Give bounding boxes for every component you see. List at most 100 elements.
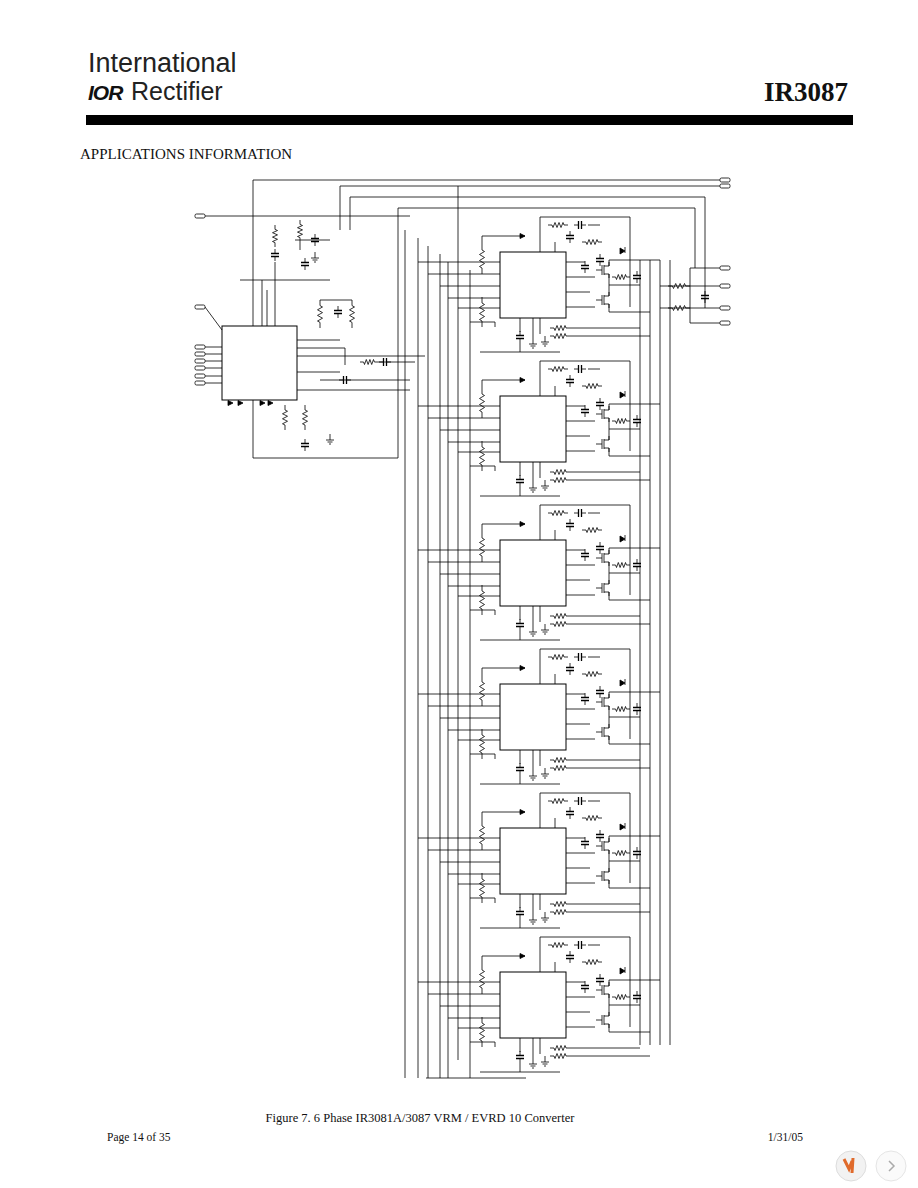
wire xyxy=(609,429,640,430)
ground-symbol xyxy=(541,774,549,778)
wire xyxy=(520,907,521,912)
wire xyxy=(338,314,339,319)
capacitor-symbol xyxy=(566,380,574,383)
wire xyxy=(570,328,640,329)
wire xyxy=(345,348,346,365)
terminal xyxy=(195,374,205,378)
wire xyxy=(520,915,521,920)
terminal xyxy=(720,266,730,270)
ground-symbol xyxy=(529,776,537,780)
mosfet-symbol xyxy=(596,868,609,884)
section-title: APPLICATIONS INFORMATION xyxy=(80,147,292,162)
wire xyxy=(545,912,546,918)
wire xyxy=(545,480,546,486)
wire xyxy=(520,318,521,332)
badge-circle xyxy=(836,1151,866,1181)
ic-package xyxy=(500,684,566,750)
page-number: Page 14 of 35 xyxy=(107,1132,171,1144)
wire xyxy=(418,694,500,695)
wire xyxy=(428,994,500,995)
arrow-head xyxy=(520,810,525,815)
capacitor-symbol xyxy=(596,403,604,406)
wire xyxy=(600,398,601,403)
resistor-symbol xyxy=(582,672,602,677)
terminal xyxy=(195,381,205,385)
resistor-symbol xyxy=(550,1054,570,1059)
wire xyxy=(297,348,345,349)
circuit xyxy=(195,178,730,1078)
capacitor-symbol xyxy=(566,956,574,959)
wire xyxy=(398,208,695,209)
wire xyxy=(630,217,631,307)
wire xyxy=(600,686,601,691)
diode-symbol xyxy=(620,248,625,254)
wire xyxy=(555,674,556,684)
wire xyxy=(566,724,590,725)
wire xyxy=(448,442,500,443)
wire xyxy=(566,277,595,278)
resistor-symbol xyxy=(582,384,602,389)
wire xyxy=(582,945,587,946)
ic-package xyxy=(500,972,566,1038)
wire xyxy=(482,524,525,525)
resistor-symbol xyxy=(480,297,485,327)
wire xyxy=(205,347,222,348)
wire xyxy=(625,823,626,829)
terminal xyxy=(195,359,205,363)
wire xyxy=(660,260,661,1045)
wire xyxy=(275,249,276,254)
wire xyxy=(520,894,521,908)
resistor-symbol xyxy=(550,326,570,331)
wire xyxy=(275,262,276,326)
wire xyxy=(533,750,534,770)
wire xyxy=(533,482,534,488)
wire xyxy=(600,982,601,987)
wire xyxy=(540,505,630,506)
wire xyxy=(630,649,631,739)
wire xyxy=(570,671,571,676)
arrow-head xyxy=(268,401,273,406)
wire xyxy=(705,291,706,296)
mosfet-symbol xyxy=(596,1012,609,1028)
wire xyxy=(570,383,571,388)
wire xyxy=(588,801,600,802)
wire xyxy=(482,524,483,532)
wire xyxy=(574,945,579,946)
wire xyxy=(458,186,459,1060)
wire xyxy=(520,1051,521,1056)
wire xyxy=(315,252,316,258)
resistor-symbol xyxy=(550,902,570,907)
wire xyxy=(609,304,650,312)
wire xyxy=(520,475,521,480)
wire xyxy=(350,197,351,230)
wire xyxy=(520,462,521,476)
capacitor-symbol xyxy=(596,259,604,262)
mosfet-symbol xyxy=(596,550,609,566)
resistor-symbol xyxy=(550,758,570,763)
wire xyxy=(630,937,631,1027)
wire xyxy=(570,760,640,761)
resistor-symbol xyxy=(550,614,570,619)
capacitor-symbol xyxy=(579,797,582,805)
figure-caption: Figure 7. 6 Phase IR3081A/3087 VRM / EVR… xyxy=(266,1112,575,1125)
capacitor-symbol xyxy=(581,842,589,845)
wire xyxy=(585,837,586,842)
wire xyxy=(570,472,640,473)
terminal xyxy=(720,184,730,188)
diode-symbol xyxy=(620,968,625,974)
capacitor-symbol xyxy=(581,698,589,701)
wire xyxy=(570,815,571,820)
resistor-symbol xyxy=(550,478,570,483)
wire xyxy=(574,369,579,370)
ic-package xyxy=(500,396,566,462)
resistor-symbol xyxy=(612,419,630,424)
wire xyxy=(566,565,595,566)
resistor-symbol xyxy=(548,943,568,948)
wire xyxy=(540,793,630,794)
wire xyxy=(540,937,630,938)
wire xyxy=(600,262,601,267)
resistor-symbol xyxy=(550,1046,570,1051)
arrow-head xyxy=(520,522,525,527)
wire xyxy=(253,180,720,181)
capacitor-symbol xyxy=(566,236,574,239)
